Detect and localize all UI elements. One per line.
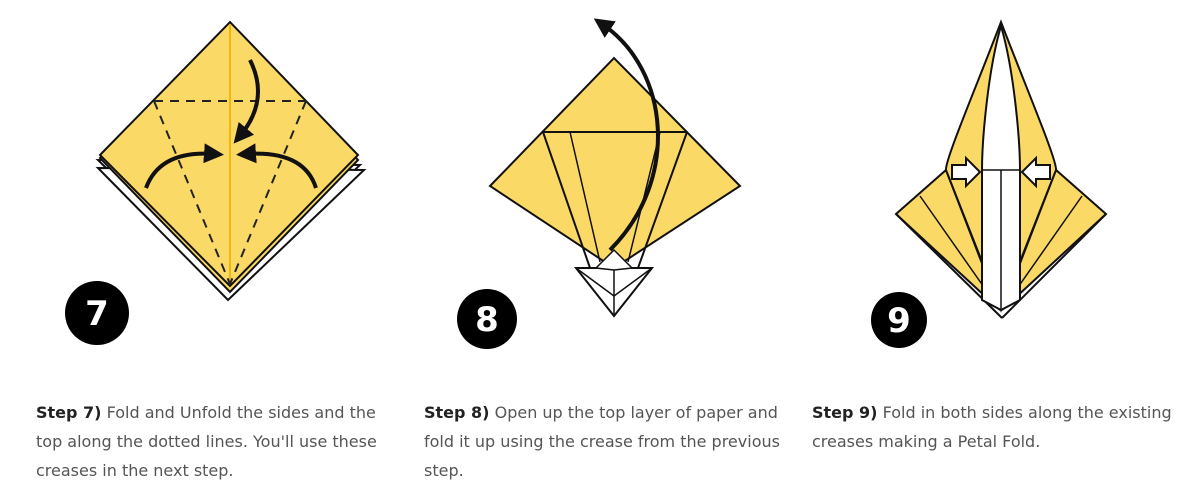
svg-text:7: 7 [85, 294, 109, 334]
step-7-top-fold-arrow [233, 59, 260, 144]
step-9-label: Step 9) [812, 403, 878, 422]
step-7-caption: Step 7) Fold and Unfold the sides and th… [36, 398, 406, 485]
svg-text:8: 8 [475, 300, 499, 340]
step-8-badge: 8 [457, 289, 517, 349]
step-8-label: Step 8) [424, 403, 490, 422]
step-9-figure [894, 19, 1108, 319]
step-9-caption: Step 9) Fold in both sides along the exi… [812, 398, 1182, 456]
step-9-left-push-arrow [951, 155, 982, 189]
step-9-text: Fold in both sides along the existing cr… [812, 403, 1172, 451]
step-8-caption: Step 8) Open up the top layer of paper a… [424, 398, 794, 485]
step-8-text: Open up the top layer of paper and fold … [424, 403, 780, 480]
step-8-figure [488, 18, 742, 318]
step-7-left-dashed-line [153, 100, 231, 285]
step-8-lift-arrow [593, 18, 660, 252]
step-7-badge: 7 [65, 281, 129, 345]
step-8-open-flap [594, 248, 634, 271]
step-8-paper [488, 56, 742, 270]
step-9-badge: 9 [871, 292, 927, 348]
step-7-left-fold-arrow [144, 143, 224, 189]
step-7-label: Step 7) [36, 403, 102, 422]
svg-text:9: 9 [887, 301, 911, 341]
step-9-right-push-arrow [1020, 155, 1051, 189]
step-7-text: Fold and Unfold the sides and the top al… [36, 403, 377, 480]
step-7-right-fold-arrow [236, 143, 318, 189]
step-7-figure [95, 20, 367, 302]
step-7-right-dashed-line [229, 100, 307, 285]
